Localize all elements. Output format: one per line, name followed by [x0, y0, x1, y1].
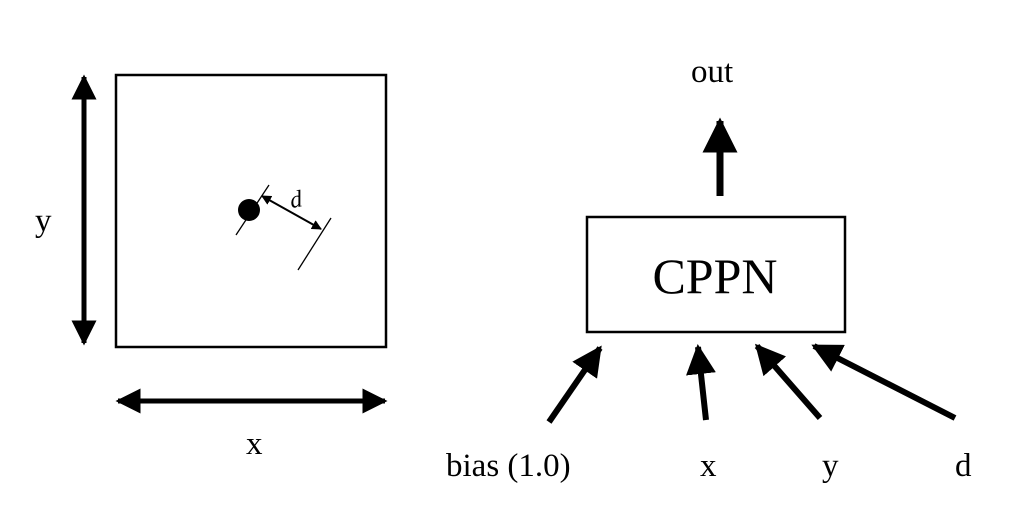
substrate-square [114, 73, 388, 349]
input-label-d: d [955, 448, 972, 484]
input-label-bias: bias (1.0) [446, 448, 571, 484]
y-axis-label: y [35, 203, 52, 239]
input-arrow-y [754, 343, 823, 420]
cppn-box-label: CPPN [652, 248, 777, 304]
distance-arrow [261, 195, 322, 230]
distance-tick-outer [297, 217, 332, 271]
input-arrow-x [686, 344, 716, 421]
distance-tick-inner [235, 184, 270, 236]
x-axis-label: x [246, 426, 263, 462]
substrate-panel: y x d [35, 73, 388, 462]
input-label-x: x [700, 448, 717, 484]
input-arrow-bias [546, 345, 603, 424]
cppn-panel: out CPPN bias (1.0) x y d [446, 54, 972, 484]
input-arrow-d [811, 343, 957, 421]
cppn-box [585, 215, 847, 334]
center-point [238, 199, 260, 221]
distance-label: d [288, 186, 305, 214]
output-label: out [691, 54, 733, 90]
input-label-y: y [822, 448, 839, 484]
